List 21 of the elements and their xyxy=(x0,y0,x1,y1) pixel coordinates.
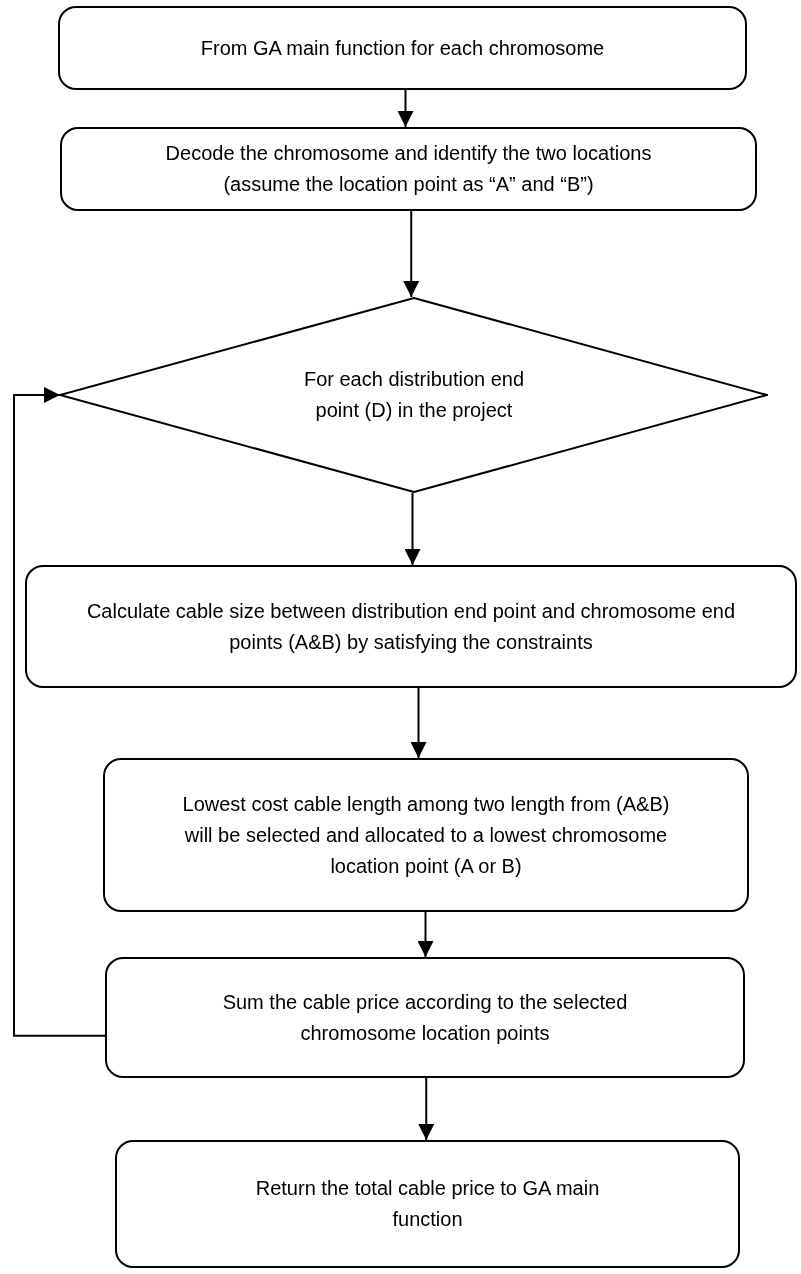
process-box xyxy=(25,565,797,688)
node-text: Sum the cable price according to the selected chromosome location points xyxy=(221,989,629,1046)
process-box xyxy=(115,1140,740,1268)
arrow xyxy=(418,1077,435,1141)
node-text: Lowest cost cable length among two length from (A&B) will be selected and allocated to a lowest chromosome location point (A or B) xyxy=(181,791,671,879)
arrow xyxy=(397,89,414,128)
node-text: From GA main function for each chromosome xyxy=(200,35,605,61)
arrow xyxy=(403,210,420,298)
process-box xyxy=(103,758,749,912)
arrow xyxy=(417,911,434,958)
process-box xyxy=(58,6,747,90)
process-box xyxy=(60,127,757,211)
process-box xyxy=(105,957,745,1078)
decision-diamond xyxy=(60,297,768,493)
arrow xyxy=(13,387,106,1037)
node-text: Decode the chromosome and identify the two locations (assume the location point as “A” and “B”) xyxy=(164,141,653,197)
arrow xyxy=(410,687,427,759)
node-text: Calculate cable size between distribution end point and chromosome end points (A&B) by satisfying the constraints xyxy=(85,598,737,655)
node-text: For each distribution end point (D) in the project xyxy=(302,367,526,423)
node-text: Return the total cable price to GA main function xyxy=(254,1176,601,1232)
arrow xyxy=(404,492,421,566)
